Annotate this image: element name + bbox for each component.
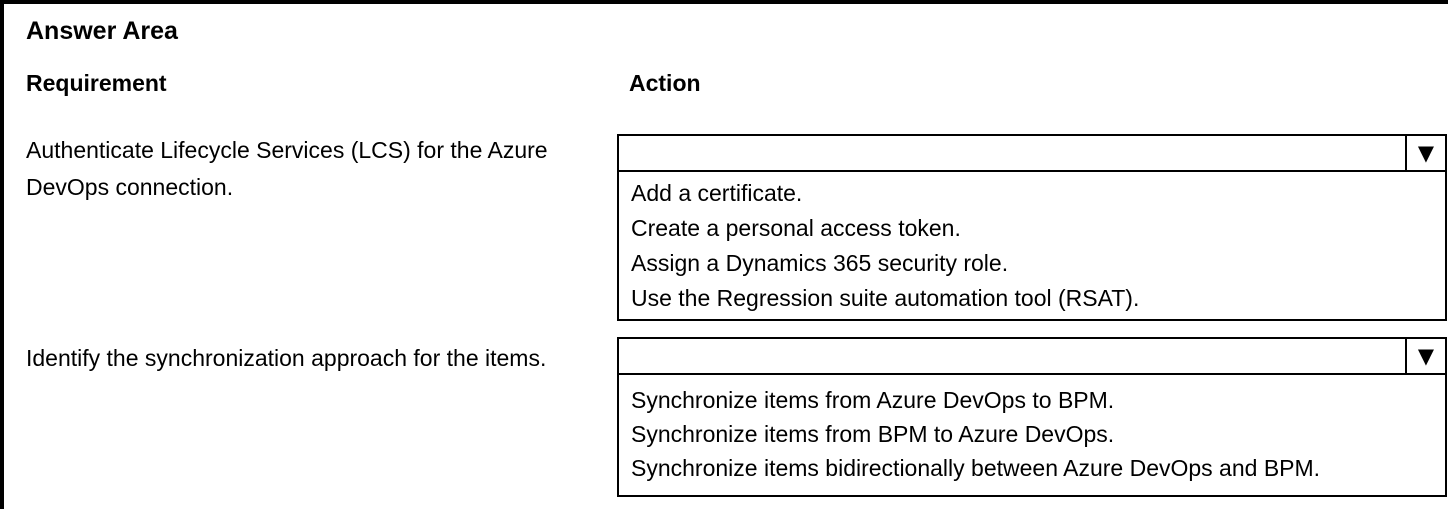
dropdown-option[interactable]: Add a certificate. [631, 180, 803, 206]
dropdown-2-select[interactable]: ▼ [617, 337, 1447, 375]
dropdown-option[interactable]: Synchronize items from BPM to Azure DevO… [631, 421, 1115, 447]
dropdown-2-arrow-button[interactable]: ▼ [1405, 339, 1445, 373]
action-dropdown-1: ▼ Add a certificate. Create a personal a… [617, 134, 1447, 321]
requirement-column-header: Requirement [26, 70, 167, 96]
dropdown-2-options-list: Synchronize items from Azure DevOps to B… [617, 375, 1447, 497]
dropdown-option[interactable]: Synchronize items bidirectionally betwee… [631, 455, 1321, 481]
dropdown-arrow-icon: ▼ [1417, 140, 1435, 165]
dropdown-1-select[interactable]: ▼ [617, 134, 1447, 172]
dropdown-1-options-list: Add a certificate. Create a personal acc… [617, 172, 1447, 321]
requirement-text-1: Authenticate Lifecycle Services (LCS) fo… [26, 137, 548, 200]
action-dropdown-2: ▼ Synchronize items from Azure DevOps to… [617, 337, 1447, 497]
requirement-text-2: Identify the synchronization approach fo… [26, 345, 547, 371]
dropdown-arrow-icon: ▼ [1417, 343, 1435, 368]
dropdown-2-selected-value[interactable] [619, 339, 1405, 373]
dropdown-option[interactable]: Assign a Dynamics 365 security role. [631, 250, 1009, 276]
dropdown-option[interactable]: Synchronize items from Azure DevOps to B… [631, 387, 1115, 413]
dropdown-option[interactable]: Create a personal access token. [631, 215, 961, 241]
dropdown-1-arrow-button[interactable]: ▼ [1405, 136, 1445, 170]
answer-area-title: Answer Area [26, 17, 178, 45]
action-column-header: Action [629, 70, 701, 96]
dropdown-1-selected-value[interactable] [619, 136, 1405, 170]
dropdown-option[interactable]: Use the Regression suite automation tool… [631, 285, 1140, 311]
